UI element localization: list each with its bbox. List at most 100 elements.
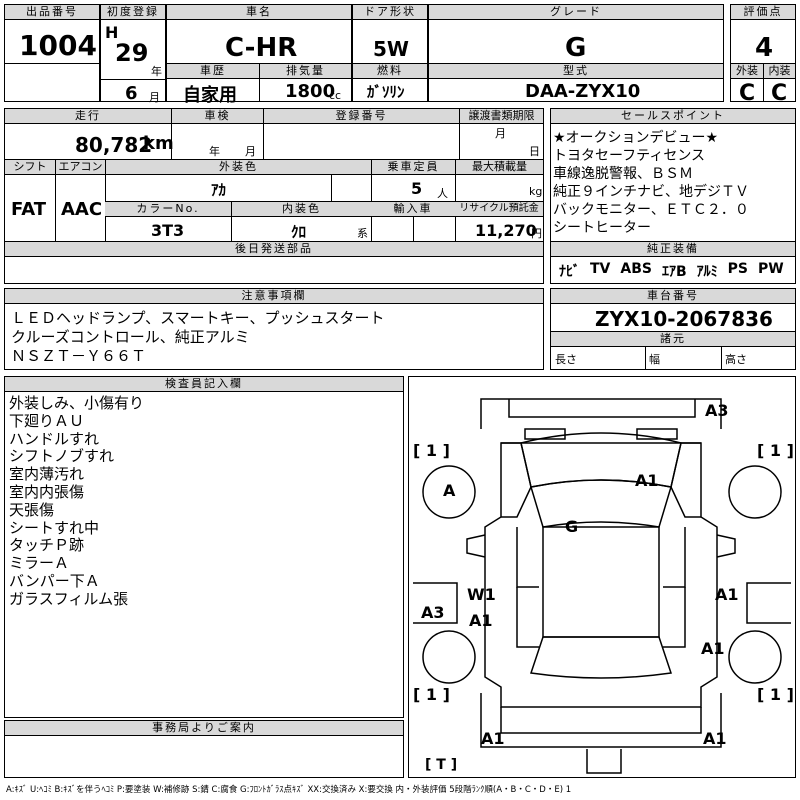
recycle-label: リサイクル預託金 xyxy=(455,202,543,217)
ext-color: ｱｶ xyxy=(211,181,227,199)
grade-box: グレード G 型式 DAA-ZYX10 xyxy=(428,4,724,102)
lot-number: 1004 xyxy=(19,29,97,62)
caution-line: ＬＥＤヘッドランプ、スマートキー、プッシュスタート xyxy=(11,309,385,327)
mark-a3-left: A3 xyxy=(421,603,445,622)
equip-pw: PW xyxy=(758,261,784,277)
mark-a-left: A xyxy=(443,481,456,500)
first-registration-box: 初度登録 H 29 年 6 月 xyxy=(100,4,166,104)
color-no: 3T3 xyxy=(151,221,185,240)
sales-line: 車線逸脱警報、ＢＳＭ xyxy=(553,166,693,182)
model-label: 型式 xyxy=(429,64,723,79)
ac-label: エアコン xyxy=(55,160,105,175)
sales-line: 純正９インチナビ、地デジＴＶ xyxy=(553,184,749,200)
color-no-label: カラーNo. xyxy=(105,202,231,217)
exterior-label: 外装 xyxy=(731,64,763,79)
car-name: C-HR xyxy=(225,33,298,63)
chassis-number: ZYX10-2067836 xyxy=(595,307,773,331)
max-load-unit: kg xyxy=(529,185,543,198)
mark-a1-left-door: A1 xyxy=(469,611,493,630)
door-label: ドア形状 xyxy=(353,5,427,20)
shift: FAT xyxy=(11,199,47,220)
mark-w1: W1 xyxy=(467,585,496,604)
lot-box: 出品番号 1004 xyxy=(4,4,100,102)
later-parts-label: 後日発送部品 xyxy=(5,242,543,257)
caution-line: ＮＳＺＴ－Ｙ６６Ｔ xyxy=(11,347,147,365)
office-box: 事務局よりご案内 xyxy=(4,720,404,778)
mileage-label: 走行 xyxy=(5,109,171,124)
capacity: 5 xyxy=(411,179,423,198)
width-label: 幅 xyxy=(649,353,660,366)
era: H xyxy=(105,23,119,42)
sales-line: トヨタセーフティセンス xyxy=(553,148,706,164)
equip-alloy: ｱﾙﾐ xyxy=(696,264,718,280)
sales-line: ★オークションデビュー★ xyxy=(553,130,719,146)
ext-color-label: 外装色 xyxy=(105,160,371,175)
transfer-day-unit: 日 xyxy=(529,145,540,158)
transfer-month-unit: 月 xyxy=(495,127,506,140)
grade: G xyxy=(565,33,587,63)
score-label: 評価点 xyxy=(731,5,795,20)
door: 5W xyxy=(373,37,409,61)
inspector-line: シートすれ中 xyxy=(9,518,100,537)
equip-abs: ABS xyxy=(620,261,652,277)
car-diagram xyxy=(413,398,791,774)
inspector-line: 外装しみ、小傷有り xyxy=(9,394,145,412)
int-color-unit: 系 xyxy=(357,227,368,240)
inspector-line: 室内薄汚れ xyxy=(9,465,85,484)
score-box: 評価点 4 外装 内装 C C xyxy=(730,4,796,106)
insp-year-unit: 年 xyxy=(209,145,220,158)
reg-year: 29 xyxy=(115,39,149,67)
model: DAA-ZYX10 xyxy=(525,81,641,102)
tire-rear-right: [ 1 ] xyxy=(757,685,794,704)
legend: A:ｷｽﾞ U:ﾍｺﾐ B:ｷｽﾞを伴うﾍｺﾐ P:要塗装 W:補修跡 S:錆 … xyxy=(6,785,572,795)
inspector-box: 検査員記入欄 外装しみ、小傷有り 下廻りＡＵ ハンドルすれ シフトノブすれ 室内… xyxy=(4,376,404,718)
tire-rear-left: [ 1 ] xyxy=(413,685,450,704)
car-name-label: 車名 xyxy=(167,5,351,20)
genuine-equipment-label: 純正装備 xyxy=(551,242,795,257)
equip-ps: PS xyxy=(727,261,748,277)
office-label: 事務局よりご案内 xyxy=(5,721,403,736)
tire-front-right: [ 1 ] xyxy=(757,441,794,460)
chassis-box: 車台番号 ZYX10-2067836 諸元 長さ 幅 高さ xyxy=(550,288,796,370)
equip-navi: ﾅﾋﾞ xyxy=(559,264,580,280)
fuel-label: 燃料 xyxy=(353,64,427,79)
recycle: 11,270 xyxy=(475,221,537,240)
mark-a1-right-door: A1 xyxy=(715,585,739,604)
caution-box: 注意事項欄 ＬＥＤヘッドランプ、スマートキー、プッシュスタート クルーズコントロ… xyxy=(4,288,544,370)
length-label: 長さ xyxy=(555,353,577,366)
capacity-label: 乗車定員 xyxy=(371,160,455,175)
import-label: 輸入車 xyxy=(371,202,455,217)
spec-label: 諸元 xyxy=(551,332,795,347)
max-load-label: 最大積載量 xyxy=(455,160,543,175)
int-color-label: 内装色 xyxy=(231,202,371,217)
reg-number-label: 登録番号 xyxy=(263,109,459,124)
chassis-label: 車台番号 xyxy=(551,289,795,304)
mark-a1-right-wheel: A1 xyxy=(701,639,725,658)
lot-label: 出品番号 xyxy=(5,5,99,20)
tire-spare: [ T ] xyxy=(425,757,458,773)
grade-label: グレード xyxy=(429,5,723,20)
caution-label: 注意事項欄 xyxy=(5,289,543,304)
details-box: 走行 車検 登録番号 譲渡書類期限 80,782 km 年 月 月 日 シフト … xyxy=(4,108,544,284)
mark-a1-bottom-left: A1 xyxy=(481,729,505,748)
month-unit: 月 xyxy=(149,91,160,104)
score: 4 xyxy=(755,33,774,63)
mark-a3-top: A3 xyxy=(705,401,729,420)
insp-month-unit: 月 xyxy=(245,145,256,158)
exterior-grade: C xyxy=(739,81,756,106)
door-box: ドア形状 5W 燃料 ｶﾞｿﾘﾝ xyxy=(352,4,428,102)
history-label: 車歴 xyxy=(167,64,259,79)
mark-a1-bottom-right: A1 xyxy=(703,729,727,748)
inspection-label: 車検 xyxy=(171,109,263,124)
year-unit: 年 xyxy=(151,65,162,78)
inspector-line: 室内内張傷 xyxy=(9,482,85,501)
inspector-line: ハンドルすれ xyxy=(9,429,100,448)
mileage-unit: km xyxy=(143,133,174,154)
transfer-label: 譲渡書類期限 xyxy=(459,109,543,124)
mark-a1-hood: A1 xyxy=(635,471,659,490)
shift-label: シフト xyxy=(5,160,55,175)
int-color: ｸﾛ xyxy=(291,223,307,241)
capacity-unit: 人 xyxy=(437,187,448,200)
ac: AAC xyxy=(61,199,103,220)
displacement-label: 排気量 xyxy=(259,64,351,79)
